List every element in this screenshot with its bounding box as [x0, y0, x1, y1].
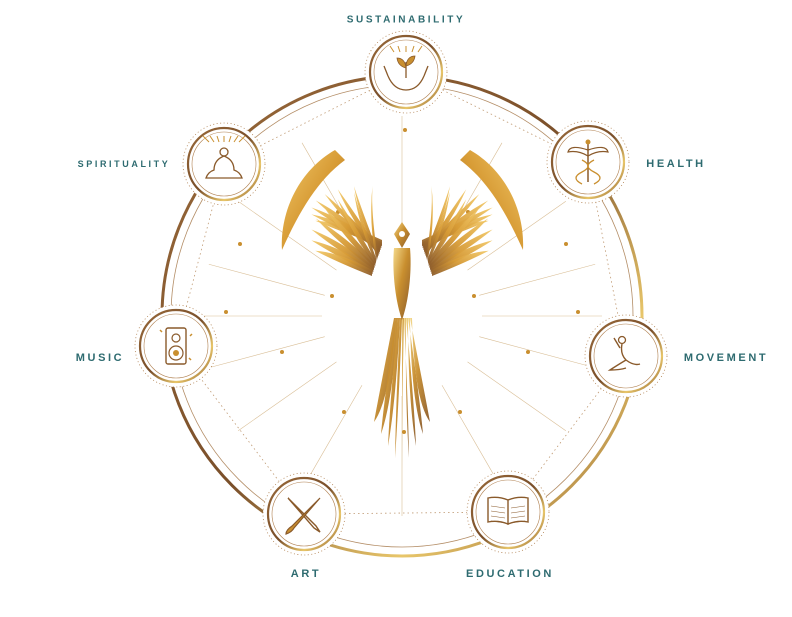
decor-dot — [564, 242, 568, 246]
node-education — [466, 470, 550, 554]
decor-dot — [330, 294, 334, 298]
decor-dot — [576, 310, 580, 314]
ray-line — [208, 263, 325, 296]
label-spirituality: SPIRITUALITY — [77, 159, 171, 169]
node-movement — [584, 314, 668, 398]
ray-line — [479, 263, 596, 296]
meditation-icon — [202, 135, 246, 179]
node-art — [262, 472, 346, 556]
ray-line — [208, 336, 325, 369]
speaker-icon — [159, 327, 193, 365]
decor-dot — [403, 128, 407, 132]
phoenix-wings-icon — [281, 150, 524, 470]
decor-dot — [342, 410, 346, 414]
caduceus-icon — [567, 139, 609, 185]
label-art: ART — [290, 568, 322, 580]
ray-line — [301, 385, 363, 490]
ray-line — [237, 361, 337, 431]
ray-line — [479, 336, 596, 369]
decor-dot — [526, 350, 530, 354]
open-book-icon — [487, 496, 529, 526]
label-health: HEALTH — [646, 158, 706, 170]
label-education: EDUCATION — [466, 568, 554, 580]
decorative-dots — [224, 128, 580, 434]
brush-pencil-icon — [285, 497, 321, 535]
topic-nodes — [134, 30, 668, 556]
node-sustainability — [364, 30, 448, 114]
ray-line — [441, 385, 503, 490]
decor-dot — [472, 294, 476, 298]
decor-dot — [458, 410, 462, 414]
label-movement: MOVEMENT — [683, 352, 769, 364]
node-spirituality — [182, 122, 266, 206]
node-music — [134, 304, 218, 388]
node-health — [546, 120, 630, 204]
decor-dot — [238, 242, 242, 246]
decor-dot — [402, 430, 406, 434]
ray-line — [467, 361, 567, 431]
hands-sprout-icon — [383, 45, 429, 91]
decor-dot — [224, 310, 228, 314]
yoga-pose-icon — [607, 335, 641, 371]
label-music: MUSIC — [75, 352, 125, 364]
label-sustainability: SUSTAINABILITY — [346, 14, 466, 26]
decor-dot — [280, 350, 284, 354]
